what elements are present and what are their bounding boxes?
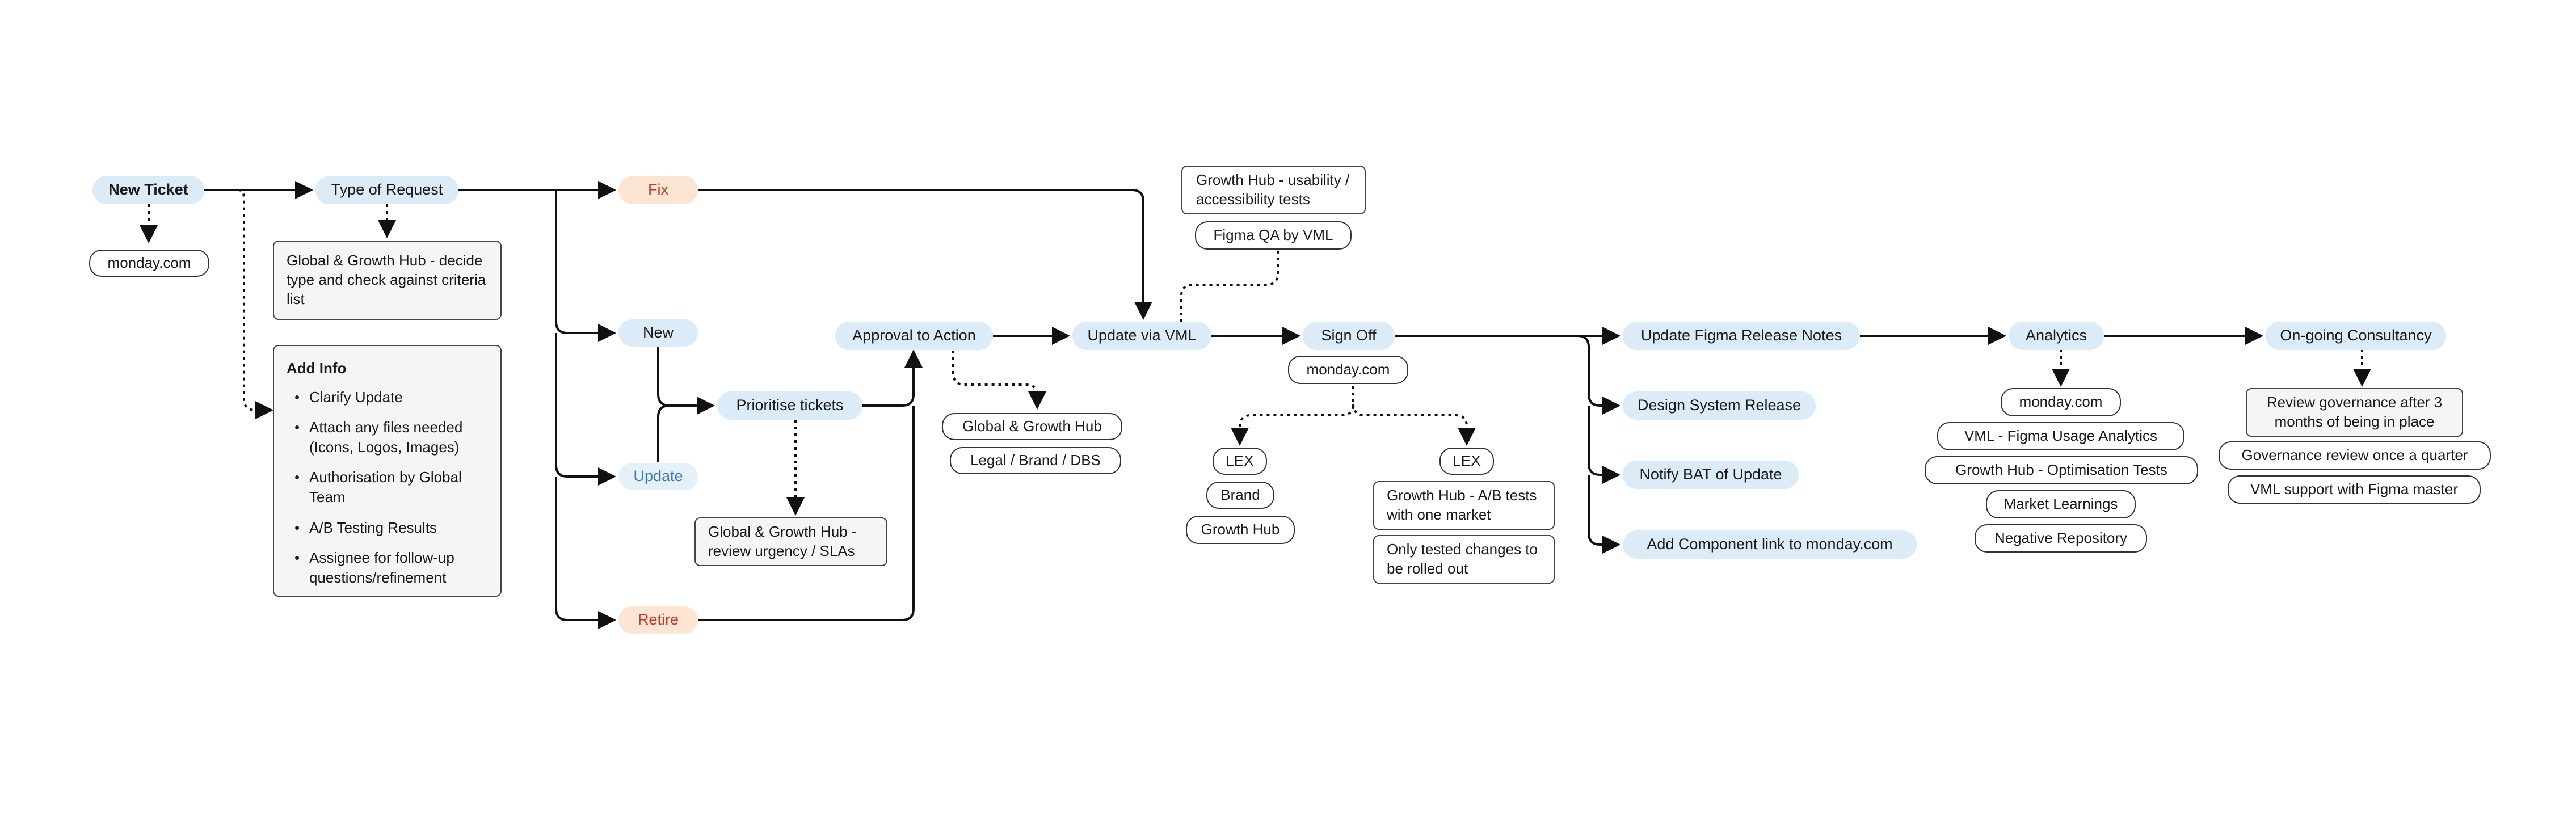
node-global-growth-hub: Global & Growth Hub (942, 413, 1122, 440)
node-negative-repository: Negative Repository (1975, 524, 2147, 553)
node-lex-2: LEX (1439, 448, 1494, 475)
node-global-growth-review: Global & Growth Hub - review urgency / S… (694, 517, 887, 566)
node-figma-qa-vml: Figma QA by VML (1195, 221, 1352, 250)
dotted-signoff-lex1 (1231, 386, 1354, 446)
line-new-prioritise (657, 346, 715, 415)
node-global-growth-decide: Global & Growth Hub - decide type and ch… (273, 241, 502, 320)
add-info-item: Clarify Update (294, 387, 488, 407)
node-new-ticket: New Ticket (92, 176, 204, 204)
node-legal-brand-dbs: Legal / Brand / DBS (950, 447, 1121, 474)
node-growth-hub: Growth Hub (1186, 516, 1295, 544)
node-retire: Retire (618, 606, 698, 634)
node-prioritise-tickets: Prioritise tickets (717, 391, 862, 420)
node-sign-off: Sign Off (1303, 322, 1395, 350)
node-design-system-release: Design System Release (1623, 391, 1816, 420)
node-type-of-request: Type of Request (315, 176, 458, 204)
line-fix-vml (698, 189, 1152, 320)
node-only-tested: Only tested changes to be rolled out (1373, 535, 1555, 584)
node-growth-hub-usability: Growth Hub - usability / accessibility t… (1181, 166, 1366, 214)
arrow-signoff-addlink (1588, 475, 1620, 554)
node-approval-to-action: Approval to Action (835, 322, 993, 350)
node-new: New (618, 319, 698, 347)
line-retire-approval (698, 406, 915, 621)
arrow-type-new (555, 190, 616, 342)
arrow-signoff-dsrelease (1577, 335, 1620, 415)
arrow-type-update (555, 333, 616, 486)
node-monday-analytics: monday.com (2001, 388, 2121, 416)
node-update: Update (618, 463, 698, 490)
add-info-list: Clarify Update Attach any files needed (… (287, 387, 488, 588)
arrow-type-retire (555, 477, 616, 629)
node-add-component-link: Add Component link to monday.com (1623, 530, 1917, 559)
node-governance-quarter: Governance review once a quarter (2219, 441, 2491, 470)
node-market-learnings: Market Learnings (1986, 490, 2136, 518)
node-lex-1: LEX (1213, 448, 1267, 475)
node-update-via-vml: Update via VML (1072, 322, 1211, 350)
node-ongoing-consultancy: On-going Consultancy (2266, 322, 2446, 350)
node-growth-hub-optimisation: Growth Hub - Optimisation Tests (1925, 456, 2198, 484)
node-monday-ticket: monday.com (89, 250, 209, 277)
dotted-vml-figmaqa (1180, 250, 1279, 322)
add-info-item: Assignee for follow-up questions/refinem… (294, 548, 488, 588)
arrow-signoff-notify (1588, 406, 1620, 484)
node-growth-hub-ab: Growth Hub - A/B tests with one market (1373, 481, 1555, 530)
dotted-approval-globalgrowth (952, 351, 1046, 410)
add-info-title: Add Info (287, 360, 347, 377)
node-brand: Brand (1206, 482, 1274, 509)
node-vml-figma-usage: VML - Figma Usage Analytics (1937, 422, 2184, 450)
node-monday-signoff: monday.com (1288, 356, 1408, 384)
node-review-governance: Review governance after 3 months of bein… (2246, 388, 2463, 437)
add-info-item: Attach any files needed (Icons, Logos, I… (294, 418, 488, 457)
add-info-item: Authorisation by Global Team (294, 467, 488, 507)
dotted-newticket-addinfo (238, 189, 273, 419)
add-info-item: A/B Testing Results (294, 518, 488, 538)
line-prioritise-approval (862, 349, 923, 407)
node-update-figma-notes: Update Figma Release Notes (1623, 322, 1860, 350)
node-fix: Fix (618, 176, 698, 204)
node-analytics: Analytics (2009, 322, 2104, 350)
node-vml-support: VML support with Figma master (2228, 475, 2481, 504)
dotted-signoff-lex2 (1352, 403, 1476, 446)
node-notify-bat: Notify BAT of Update (1623, 461, 1799, 489)
line-update-prioritise (657, 404, 670, 462)
add-info-panel: Add Info Clarify Update Attach any files… (273, 345, 502, 597)
